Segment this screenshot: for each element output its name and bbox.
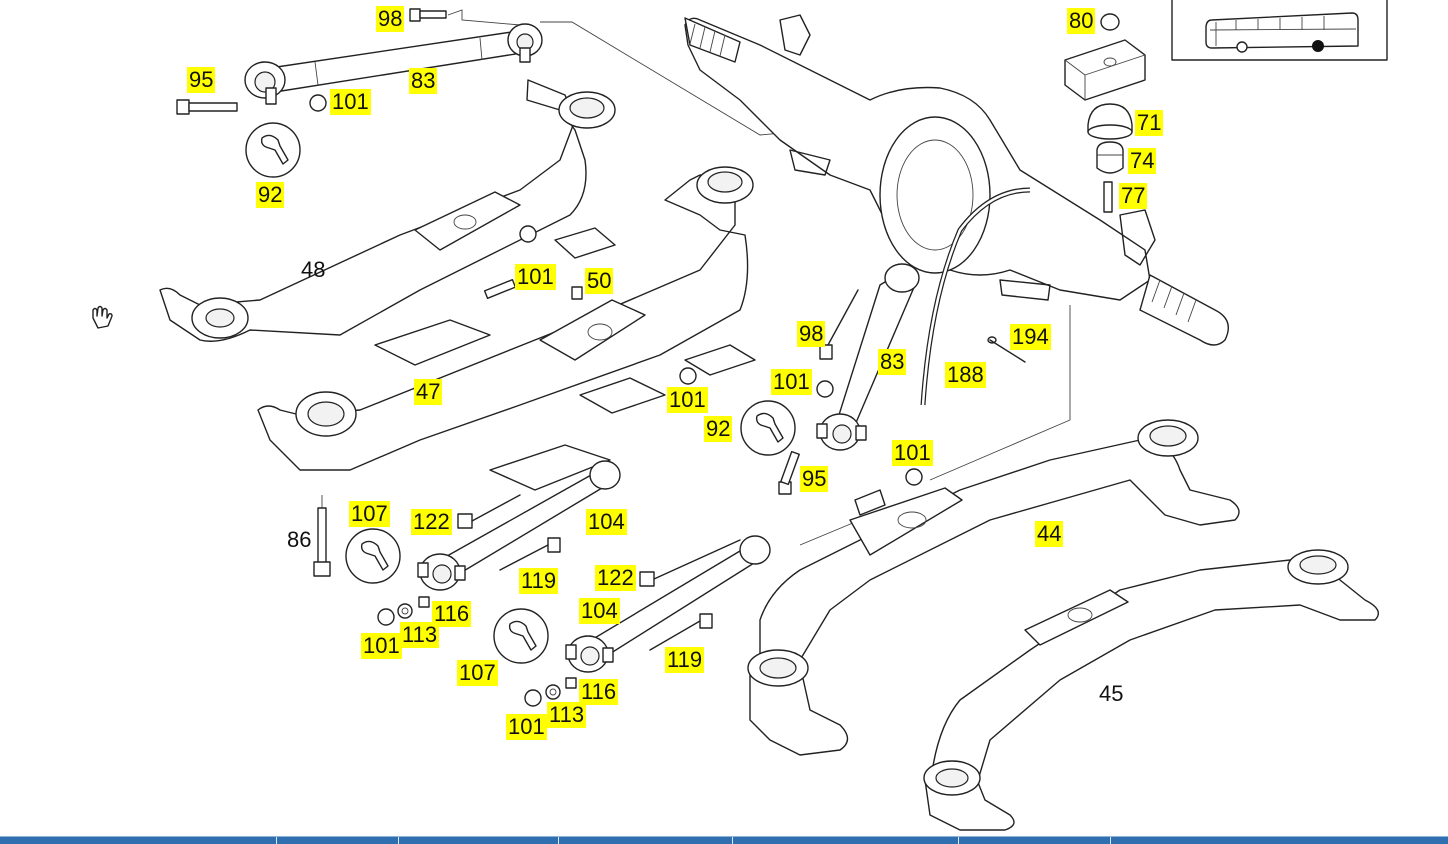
callout-71[interactable]: 71 xyxy=(1135,110,1164,136)
callout-83[interactable]: 83 xyxy=(878,349,907,375)
callout-101[interactable]: 101 xyxy=(771,369,812,395)
bottom-toolbar-strip xyxy=(0,836,1448,844)
nut-80[interactable] xyxy=(1100,13,1120,31)
label-86: 86 xyxy=(287,527,312,552)
bolt-119-left[interactable] xyxy=(499,537,561,571)
nut-101-upper2[interactable] xyxy=(519,225,537,243)
callout-44[interactable]: 44 xyxy=(1035,521,1064,547)
rubber-pad-part[interactable] xyxy=(1064,39,1146,101)
callout-113[interactable]: 113 xyxy=(400,622,440,648)
label-48: 48 xyxy=(301,257,326,282)
callout-95[interactable]: 95 xyxy=(800,466,829,492)
crossmember-44[interactable] xyxy=(747,419,1240,756)
clip-116-right[interactable] xyxy=(565,677,577,689)
bolt-95-lower[interactable] xyxy=(778,450,800,495)
callout-119[interactable]: 119 xyxy=(665,647,705,673)
callout-119[interactable]: 119 xyxy=(519,568,559,594)
callout-101[interactable]: 101 xyxy=(515,264,556,290)
nut-101-lower[interactable] xyxy=(905,468,923,486)
callout-83[interactable]: 83 xyxy=(409,68,438,94)
bolt-119-right[interactable] xyxy=(649,613,713,651)
callout-101[interactable]: 101 xyxy=(330,89,371,115)
clip-116-left[interactable] xyxy=(418,596,430,608)
label-45: 45 xyxy=(1099,681,1124,706)
callout-194[interactable]: 194 xyxy=(1010,324,1051,350)
callout-77[interactable]: 77 xyxy=(1119,183,1148,209)
buffer-71[interactable] xyxy=(1087,103,1133,140)
callout-92[interactable]: 92 xyxy=(704,416,733,442)
callout-98[interactable]: 98 xyxy=(797,321,826,347)
callout-113[interactable]: 113 xyxy=(547,702,587,728)
callout-104[interactable]: 104 xyxy=(579,598,620,624)
wrench-icon xyxy=(345,528,401,584)
bolt-122-right[interactable] xyxy=(639,539,741,587)
brake-hose-188[interactable] xyxy=(920,187,1031,406)
callout-50[interactable]: 50 xyxy=(585,268,614,294)
crossmember-47[interactable] xyxy=(257,166,756,491)
bolt-98-upper[interactable] xyxy=(409,8,447,22)
nut-101-mid2[interactable] xyxy=(679,367,697,385)
callout-107[interactable]: 107 xyxy=(457,660,498,686)
nut-101-left-low[interactable] xyxy=(377,608,395,626)
washer-113-left[interactable] xyxy=(397,603,413,619)
callout-47[interactable]: 47 xyxy=(414,379,443,405)
callout-104[interactable]: 104 xyxy=(586,509,627,535)
lateral-rod-104-left[interactable] xyxy=(417,460,621,591)
callout-95[interactable]: 95 xyxy=(187,67,216,93)
washer-113-right[interactable] xyxy=(545,684,561,700)
callout-101[interactable]: 101 xyxy=(506,714,547,740)
lateral-rod-104-right[interactable] xyxy=(565,535,771,673)
crossmember-45[interactable] xyxy=(923,549,1379,831)
crossmember-48[interactable] xyxy=(159,79,616,366)
bolt-98-lower[interactable] xyxy=(819,289,859,360)
callout-122[interactable]: 122 xyxy=(411,509,452,535)
lower-torque-rod-83[interactable] xyxy=(816,263,920,451)
bolt-122-left[interactable] xyxy=(457,494,521,529)
bolt-77[interactable] xyxy=(1103,181,1113,213)
callout-116[interactable]: 116 xyxy=(579,679,619,705)
callout-188[interactable]: 188 xyxy=(945,362,986,388)
nut-101-mid[interactable] xyxy=(816,380,834,398)
callout-92[interactable]: 92 xyxy=(256,182,285,208)
wrench-icon xyxy=(740,400,796,456)
plug-50[interactable] xyxy=(571,286,583,300)
buffer-74[interactable] xyxy=(1096,141,1124,174)
upper-torque-rod[interactable] xyxy=(244,23,543,105)
callout-101[interactable]: 101 xyxy=(892,440,933,466)
bus-icon xyxy=(1205,12,1359,53)
callout-98[interactable]: 98 xyxy=(376,6,405,32)
nut-101-right-low[interactable] xyxy=(524,689,542,707)
wrench-icon xyxy=(493,608,549,664)
hand-cursor-icon xyxy=(92,305,113,329)
callout-101[interactable]: 101 xyxy=(361,633,402,659)
wrench-icon xyxy=(245,122,301,178)
vehicle-thumbnail[interactable] xyxy=(1171,0,1388,61)
cable-tie-194[interactable] xyxy=(987,336,1026,363)
callout-80[interactable]: 80 xyxy=(1067,8,1096,34)
callout-107[interactable]: 107 xyxy=(349,501,390,527)
rear-axle-housing[interactable] xyxy=(684,14,1229,346)
callout-122[interactable]: 122 xyxy=(595,565,636,591)
bolt-86[interactable] xyxy=(313,507,331,577)
callout-74[interactable]: 74 xyxy=(1128,148,1157,174)
nut-101-upper[interactable] xyxy=(309,94,327,112)
callout-101[interactable]: 101 xyxy=(667,387,708,413)
bolt-95-upper[interactable] xyxy=(176,99,238,115)
